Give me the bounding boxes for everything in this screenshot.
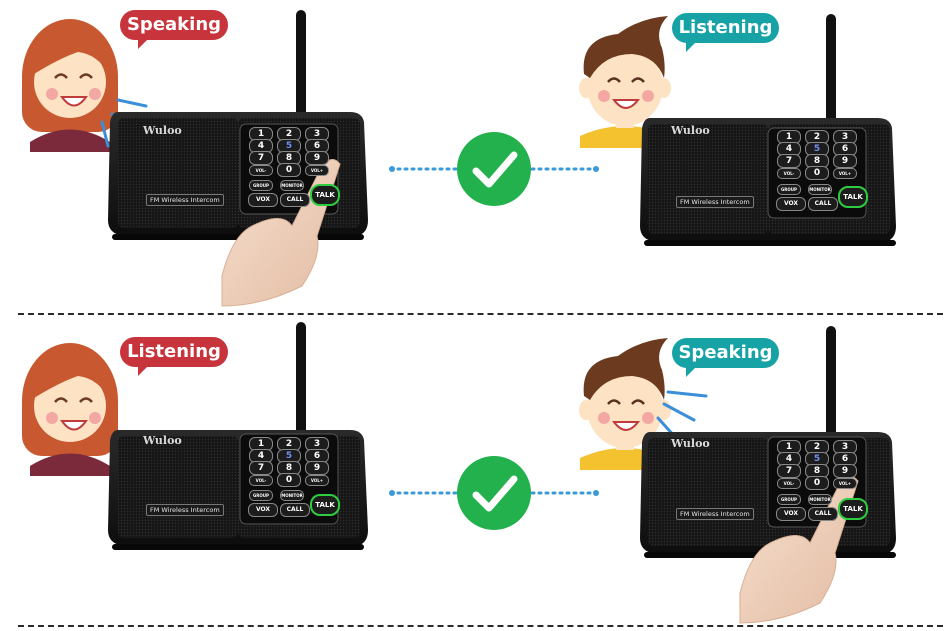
key-monitor[interactable]: MONITOR [280, 180, 304, 191]
key-talk[interactable]: TALK [310, 494, 340, 516]
key-5[interactable]: 5 [805, 452, 829, 466]
key-0[interactable]: 0 [805, 476, 829, 490]
key-0[interactable]: 0 [805, 166, 829, 180]
divider-bottom [18, 625, 943, 627]
brand-logo: Wuloo [143, 434, 182, 447]
key-vol-up[interactable]: VOL+ [833, 478, 857, 489]
key-9[interactable]: 9 [305, 461, 329, 475]
key-monitor[interactable]: MONITOR [808, 494, 832, 505]
key-9[interactable]: 9 [305, 151, 329, 165]
key-talk[interactable]: TALK [838, 186, 868, 208]
key-call[interactable]: CALL [280, 503, 310, 517]
key-7[interactable]: 7 [777, 464, 801, 478]
key-vol-down[interactable]: VOL- [249, 165, 273, 176]
key-group[interactable]: GROUP [777, 494, 801, 505]
key-group[interactable]: GROUP [249, 490, 273, 501]
key-vox[interactable]: VOX [776, 197, 806, 211]
key-call[interactable]: CALL [808, 507, 838, 521]
key-7[interactable]: 7 [777, 154, 801, 168]
brand-logo: Wuloo [143, 124, 182, 137]
key-vol-down[interactable]: VOL- [777, 478, 801, 489]
key-monitor[interactable]: MONITOR [808, 184, 832, 195]
key-1[interactable]: 1 [249, 437, 273, 451]
model-label: FM Wireless Intercom [146, 194, 224, 206]
model-label: FM Wireless Intercom [676, 196, 754, 208]
brand-logo: Wuloo [671, 437, 710, 450]
key-group[interactable]: GROUP [249, 180, 273, 191]
key-vox[interactable]: VOX [248, 193, 278, 207]
key-monitor[interactable]: MONITOR [280, 490, 304, 501]
model-label: FM Wireless Intercom [676, 508, 754, 520]
key-vol-up[interactable]: VOL+ [305, 165, 329, 176]
key-vol-down[interactable]: VOL- [249, 475, 273, 486]
key-9[interactable]: 9 [833, 154, 857, 168]
key-group[interactable]: GROUP [777, 184, 801, 195]
key-vol-up[interactable]: VOL+ [833, 168, 857, 179]
key-7[interactable]: 7 [249, 461, 273, 475]
key-talk[interactable]: TALK [838, 498, 868, 520]
left-state-bubble-bottom: Listening [120, 337, 228, 376]
key-vox[interactable]: VOX [776, 507, 806, 521]
key-7[interactable]: 7 [249, 151, 273, 165]
key-2[interactable]: 2 [805, 440, 829, 454]
key-vol-up[interactable]: VOL+ [305, 475, 329, 486]
key-0[interactable]: 0 [277, 163, 301, 177]
key-0[interactable]: 0 [277, 473, 301, 487]
divider-top [18, 313, 943, 315]
key-5[interactable]: 5 [277, 449, 301, 463]
key-talk[interactable]: TALK [310, 184, 340, 206]
key-call[interactable]: CALL [808, 197, 838, 211]
key-9[interactable]: 9 [833, 464, 857, 478]
key-call[interactable]: CALL [280, 193, 310, 207]
key-vox[interactable]: VOX [248, 503, 278, 517]
right-state-bubble-top: Listening [672, 13, 779, 52]
brand-logo: Wuloo [671, 124, 710, 137]
key-vol-down[interactable]: VOL- [777, 168, 801, 179]
left-state-bubble-top: Speaking [120, 10, 228, 49]
model-label: FM Wireless Intercom [146, 504, 224, 516]
key-2[interactable]: 2 [277, 127, 301, 141]
right-state-bubble-bottom: Speaking [672, 338, 779, 377]
